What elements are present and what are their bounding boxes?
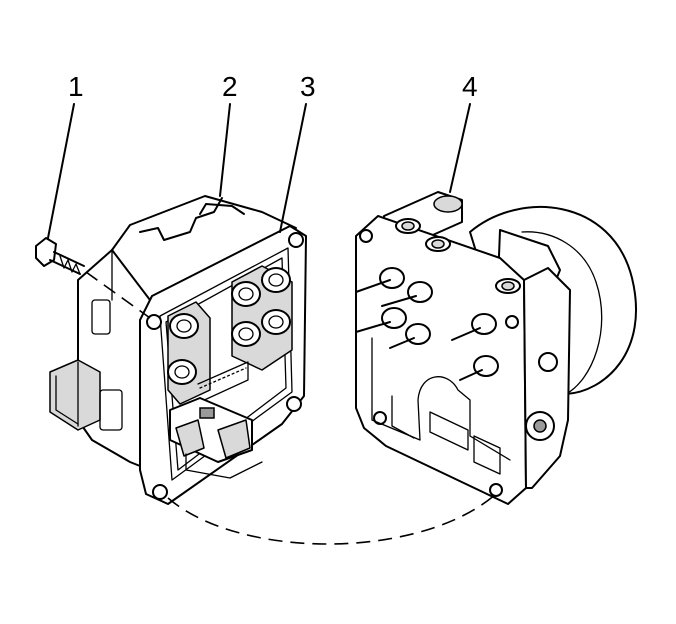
- mounting-bolt: [35, 237, 151, 319]
- callout-label-2: 2: [222, 71, 238, 102]
- callout-label-1: 1: [68, 71, 84, 102]
- callout-3: 3: [279, 71, 316, 233]
- callout-2: 2: [219, 71, 238, 197]
- callout-4: 4: [449, 71, 478, 193]
- callout-1: 1: [47, 71, 84, 239]
- callout-label-3: 3: [300, 71, 316, 102]
- valve-pins: [355, 267, 499, 381]
- hydraulic-modulator: [355, 191, 638, 505]
- callout-label-4: 4: [462, 71, 478, 102]
- valve-coil-towers: [167, 265, 293, 405]
- alignment-arc: [167, 493, 497, 545]
- circuit-board-pins: [169, 361, 263, 479]
